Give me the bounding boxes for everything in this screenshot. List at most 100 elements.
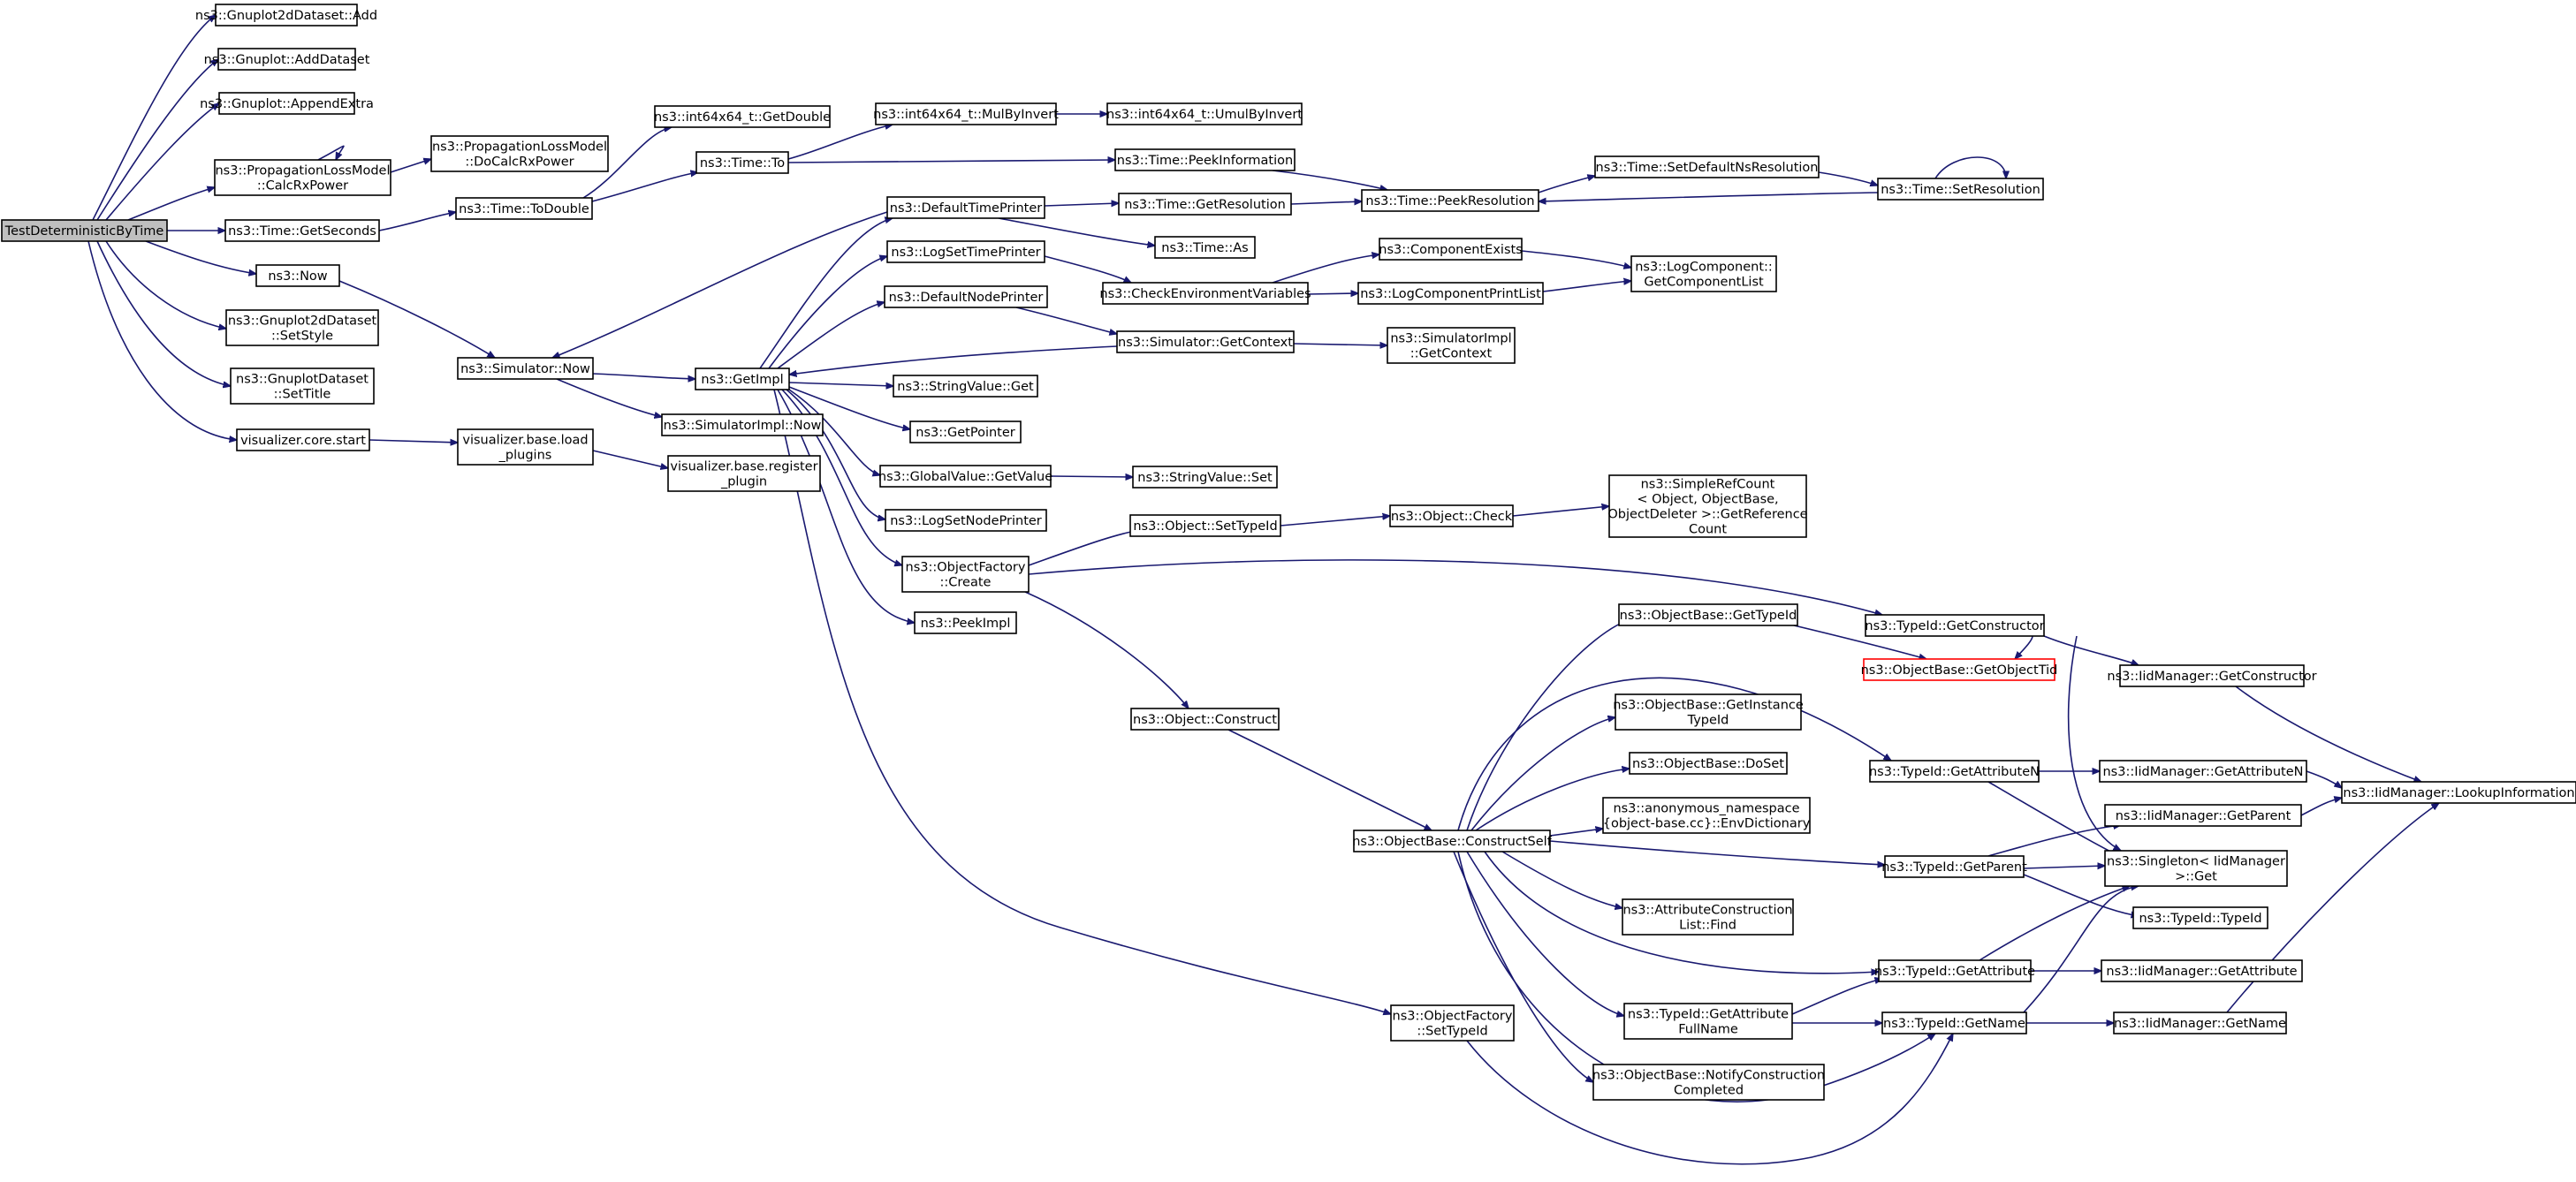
node-i64GetDouble[interactable]: ns3::int64x64_t::GetDouble [654,105,831,128]
edge-objBaseGetTid-to-getObjTid [1793,625,1926,659]
node-label: ns3::int64x64_t::UmulByInvert [1106,108,1303,122]
node-doCalcRx[interactable]: ns3::PropagationLossModel::DoCalcRxPower [430,135,609,172]
node-objConstruct[interactable]: ns3::Object::Construct [1130,708,1280,731]
node-defNodePrinter[interactable]: ns3::DefaultNodePrinter [884,285,1048,308]
node-strGet[interactable]: ns3::StringValue::Get [893,375,1038,398]
edge-root-to-gAddDs [96,59,218,221]
node-g2dAdd[interactable]: ns3::Gnuplot2dDataset::Add [195,4,377,27]
node-gvGetValue[interactable]: ns3::GlobalValue::GetValue [878,465,1052,488]
node-tidGetParent[interactable]: ns3::TypeId::GetParent [1881,855,2027,878]
node-vizStart[interactable]: visualizer.core.start [236,428,370,451]
node-compPrintList[interactable]: ns3::LogComponentPrintList [1357,282,1544,305]
node-getObjTid[interactable]: ns3::ObjectBase::GetObjectTid [1861,658,2058,681]
edge-tidGetParent-to-singletonGet [2023,866,2105,868]
edge-peekInfo-to-peekRes [1272,170,1387,190]
node-iidGetCtor[interactable]: ns3::IidManager::GetConstructor [2107,664,2317,687]
node-gAddDs[interactable]: ns3::Gnuplot::AddDataset [204,48,370,71]
node-setDefNs[interactable]: ns3::Time::SetDefaultNsResolution [1594,155,1820,178]
node-label: ns3::anonymous_namespace [1613,802,1799,816]
node-box [1602,797,1811,834]
node-iidGetAttr[interactable]: ns3::IidManager::GetAttribute [2101,959,2303,982]
node-doSet[interactable]: ns3::ObjectBase::DoSet [1629,752,1788,775]
node-iidGetAttrN[interactable]: ns3::IidManager::GetAttributeN [2099,760,2307,783]
node-objBaseGetTid[interactable]: ns3::ObjectBase::GetTypeId [1618,603,1798,626]
node-tidGetName[interactable]: ns3::TypeId::GetName [1881,1012,2027,1034]
node-iidGetParent[interactable]: ns3::IidManager::GetParent [2104,804,2302,827]
node-box [695,151,789,174]
node-root[interactable]: TestDeterministicByTime [1,219,168,242]
node-getSec[interactable]: ns3::Time::GetSeconds [224,219,380,242]
node-logSetTime[interactable]: ns3::LogSetTimePrinter [886,240,1045,263]
node-tidGetCtor[interactable]: ns3::TypeId::GetConstructor [1865,614,2045,637]
node-timeTo[interactable]: ns3::Time::To [695,151,789,174]
edge-constructSelf-to-tidGetParent [1549,840,1885,865]
node-notifyConstr[interactable]: ns3::ObjectBase::NotifyConstructionCompl… [1592,1064,1825,1101]
node-getPointer[interactable]: ns3::GetPointer [909,421,1022,443]
node-objCheck[interactable]: ns3::Object::Check [1389,504,1514,527]
node-box [2104,850,2288,887]
node-label: ns3::IidManager::GetAttribute [2106,965,2297,979]
node-peekImpl[interactable]: ns3::PeekImpl [914,611,1017,634]
node-peekRes[interactable]: ns3::Time::PeekResolution [1361,189,1539,212]
node-box [255,264,340,287]
node-peekInfo[interactable]: ns3::Time::PeekInformation [1114,148,1296,171]
node-setStyle[interactable]: ns3::Gnuplot2dDataset::SetStyle [225,309,379,346]
node-timeAs[interactable]: ns3::Time::As [1154,236,1256,259]
node-getImpl[interactable]: ns3::GetImpl [695,367,790,390]
node-loadPlugins[interactable]: visualizer.base.load_plugins [457,428,594,466]
node-strSet[interactable]: ns3::StringValue::Set [1132,466,1278,489]
node-label: ns3::int64x64_t::GetDouble [654,110,831,125]
node-tidGetAttr[interactable]: ns3::TypeId::GetAttribute [1874,959,2035,982]
node-logSetNode[interactable]: ns3::LogSetNodePrinter [885,509,1047,532]
node-regPlugin[interactable]: visualizer.base.register_plugin [667,455,821,492]
node-gAppend[interactable]: ns3::Gnuplot::AppendExtra [200,92,374,115]
edge-gvGetValue-to-strSet [1050,476,1133,477]
node-tidGetAttrN[interactable]: ns3::TypeId::GetAttributeN [1869,760,2040,783]
node-label: ns3::AttributeConstruction [1622,904,1792,918]
node-calcRx[interactable]: ns3::PropagationLossModel::CalcRxPower [214,159,391,196]
node-label: Completed [1674,1084,1744,1098]
edge-getImpl-to-defNodePrinter [777,302,885,369]
node-singletonGet[interactable]: ns3::Singleton< IidManager>::Get [2104,850,2288,887]
node-label: ns3::LogComponentPrintList [1360,287,1541,301]
edge-defNodePrinter-to-simGetCtx [1015,307,1117,334]
node-lookupInfo[interactable]: ns3::IidManager::LookupInformation [2341,781,2576,804]
node-setTitle[interactable]: ns3::GnuplotDataset::SetTitle [230,367,375,405]
call-edges [87,15,2439,1165]
node-simImplGetCtx[interactable]: ns3::SimulatorImpl::GetContext [1387,327,1516,364]
node-compExists[interactable]: ns3::ComponentExists [1379,238,1523,261]
node-simImplNow[interactable]: ns3::SimulatorImpl::Now [661,413,824,436]
edge-tidGetCtor-to-getObjTid [2015,635,2033,659]
node-envDict[interactable]: ns3::anonymous_namespace{object-base.cc}… [1602,797,1811,834]
edge-constructSelf-to-attrConstrFind [1501,851,1622,908]
node-ofCreate[interactable]: ns3::ObjectFactory::Create [901,556,1030,593]
node-umulByInv[interactable]: ns3::int64x64_t::UmulByInvert [1106,102,1303,125]
edge-tidGetName-to-singletonGet [2023,886,2139,1013]
node-box [885,509,1047,532]
node-tidTypeId[interactable]: ns3::TypeId::TypeId [2132,906,2268,929]
node-label: visualizer.base.register [670,460,817,474]
node-simNow[interactable]: ns3::Simulator::Now [457,357,594,380]
node-iidGetName[interactable]: ns3::IidManager::GetName [2113,1012,2287,1034]
node-getCompList[interactable]: ns3::LogComponent::GetComponentList [1630,255,1777,292]
node-checkEnv[interactable]: ns3::CheckEnvironmentVariables [1099,282,1311,305]
node-toDouble[interactable]: ns3::Time::ToDouble [455,197,593,220]
node-defTimePrinter[interactable]: ns3::DefaultTimePrinter [886,196,1045,219]
node-objSetTypeId[interactable]: ns3::Object::SetTypeId [1129,514,1281,537]
node-mulByInv[interactable]: ns3::int64x64_t::MulByInvert [873,102,1059,125]
node-setRes[interactable]: ns3::Time::SetResolution [1877,178,2044,201]
node-ofSetTid[interactable]: ns3::ObjectFactory::SetTypeId [1390,1004,1515,1042]
node-getRes[interactable]: ns3::Time::GetResolution [1118,193,1292,216]
node-constructSelf[interactable]: ns3::ObjectBase::ConstructSelf [1352,830,1553,852]
node-simpleRef[interactable]: ns3::SimpleRefCount< Object, ObjectBase,… [1607,474,1808,538]
edge-compExists-to-getCompList [1521,250,1631,268]
node-now[interactable]: ns3::Now [255,264,340,287]
node-simGetCtx[interactable]: ns3::Simulator::GetContext [1116,330,1295,353]
node-box [2104,804,2302,827]
node-label: ::DoCalcRxPower [465,155,574,170]
edge-calcRx-to-doCalcRx [390,159,431,173]
